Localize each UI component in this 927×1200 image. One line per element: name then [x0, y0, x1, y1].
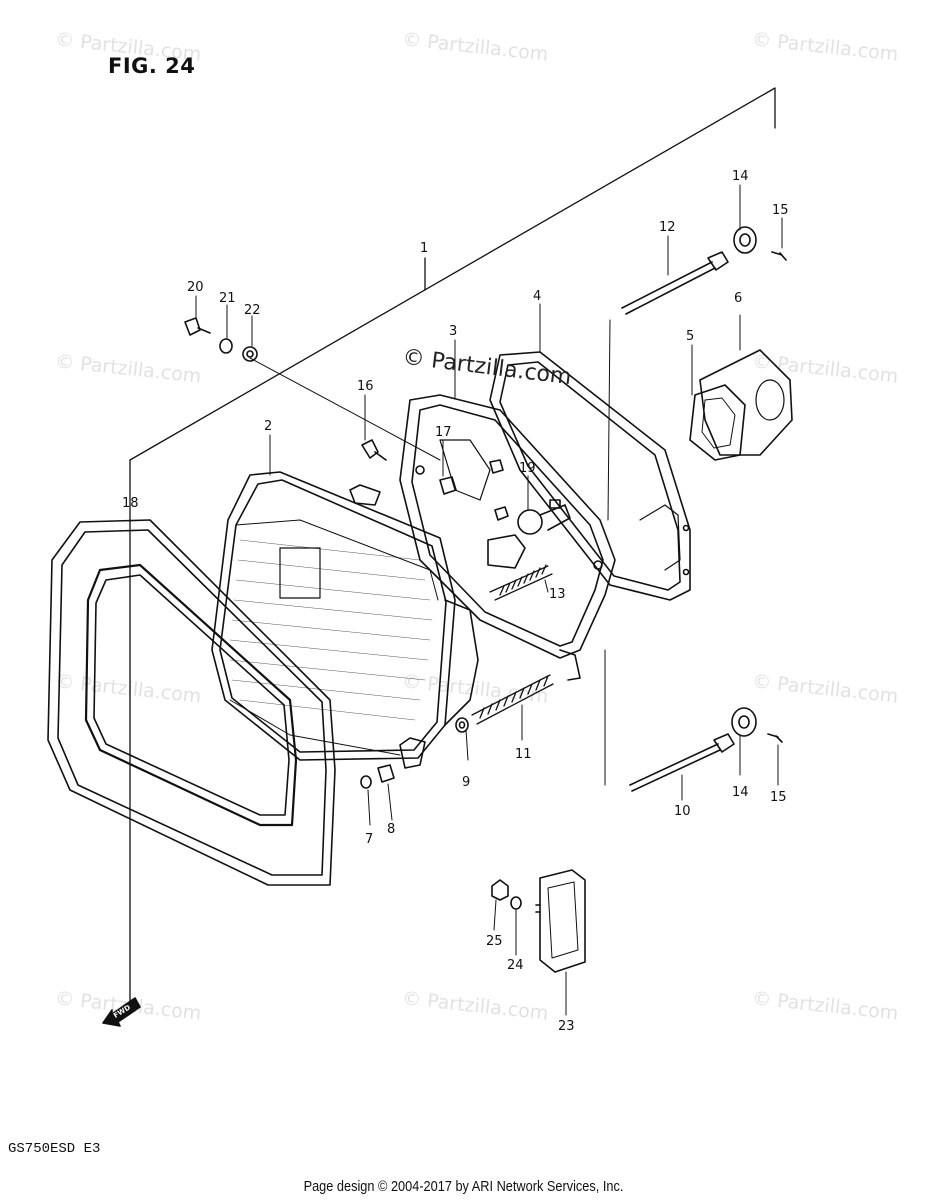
- callout-25: 25: [486, 934, 503, 949]
- model-code: GS750ESD E3: [8, 1141, 101, 1157]
- callout-22: 22: [244, 303, 261, 318]
- callout-3: 3: [449, 324, 457, 339]
- socket-and-cover: [689, 349, 793, 461]
- callout-7: 7: [365, 832, 373, 847]
- spring-upper: [489, 564, 553, 601]
- callout-2: 2: [264, 419, 272, 434]
- callout-15-lower: 15: [770, 790, 787, 805]
- fwd-arrow-icon: [102, 997, 141, 1027]
- housing-case: [489, 351, 691, 601]
- callout-4: 4: [533, 289, 541, 304]
- callout-13: 13: [549, 587, 566, 602]
- small-hardware: [184, 317, 509, 789]
- adjuster-nut-lower: [731, 707, 783, 743]
- sealed-beam-unit: [211, 471, 479, 769]
- side-reflector: [491, 869, 586, 973]
- callout-12: 12: [659, 220, 676, 235]
- callout-14-lower: 14: [732, 785, 749, 800]
- adjuster-nut-upper: [733, 226, 787, 261]
- callout-23: 23: [558, 1019, 575, 1034]
- callout-10: 10: [674, 804, 691, 819]
- callout-11: 11: [515, 747, 532, 762]
- callout-15-upper: 15: [772, 203, 789, 218]
- callout-17: 17: [435, 425, 452, 440]
- inner-frame: [399, 394, 616, 681]
- callout-14-upper: 14: [732, 169, 749, 184]
- callout-19: 19: [519, 461, 536, 476]
- assembly-bracket: [129, 87, 776, 1011]
- leader-lines: [129, 184, 783, 1016]
- adjusting-screw-lower: [629, 733, 735, 792]
- callout-labels: 1 2 3 4 5 6 7 8 9 10 11 12 13 14 14 15 1…: [112, 169, 788, 1034]
- callout-8: 8: [387, 822, 395, 837]
- callout-5: 5: [686, 329, 694, 344]
- spring-lower: [471, 674, 554, 725]
- callout-1: 1: [420, 241, 428, 256]
- headlight-rim: [47, 519, 336, 886]
- callout-16: 16: [357, 379, 374, 394]
- callout-24: 24: [507, 958, 524, 973]
- figure-title: FIG. 24: [108, 54, 196, 78]
- callout-20: 20: [187, 280, 204, 295]
- adjusting-screw-upper: [621, 251, 729, 315]
- headlight-bulb: [487, 499, 571, 569]
- callout-21: 21: [219, 291, 236, 306]
- callout-9: 9: [462, 775, 470, 790]
- callout-18: 18: [122, 496, 139, 511]
- callout-6: 6: [734, 291, 742, 306]
- footer-credit: Page design © 2004-2017 by ARI Network S…: [303, 1178, 624, 1195]
